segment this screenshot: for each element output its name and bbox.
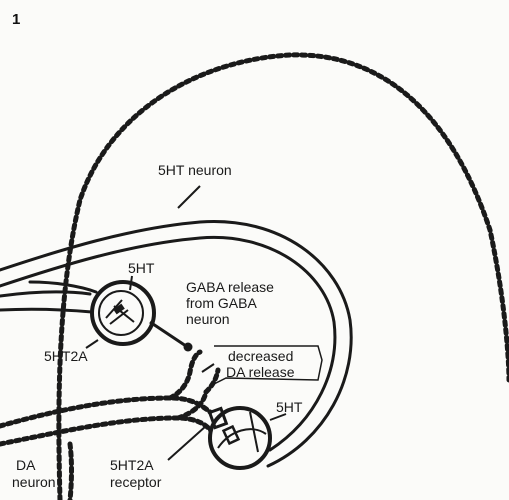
- receptor-bottom-leader: [168, 426, 206, 460]
- decreased-release-leader: [202, 364, 214, 372]
- da-neuron-outline: [59, 55, 509, 500]
- serotonin-neuron-axon: [0, 221, 351, 466]
- label-gaba-line2: from GABA: [186, 295, 257, 311]
- label-5ht2a-top: 5HT2A: [44, 348, 88, 364]
- label-da-line1: DA: [16, 457, 36, 473]
- label-5ht-bottom: 5HT: [276, 399, 303, 415]
- label-da-line2: neuron: [12, 474, 56, 490]
- receptor-top-leader: [86, 340, 98, 348]
- label-5ht-top: 5HT: [128, 260, 155, 276]
- gaba-arrow-head: [184, 343, 193, 352]
- figure-number: 1: [12, 11, 20, 28]
- label-receptor-bottom: receptor: [110, 474, 162, 490]
- label-gaba-line1: GABA release: [186, 279, 274, 295]
- label-gaba-line3: neuron: [186, 311, 230, 327]
- lower-synapse: [210, 408, 270, 468]
- upper-synapse: [92, 282, 154, 344]
- serotonin-neuron-leader: [178, 186, 200, 208]
- label-5ht2a-bottom: 5HT2A: [110, 457, 154, 473]
- label-decreased-line2: DA release: [226, 364, 295, 380]
- label-5ht-neuron: 5HT neuron: [158, 162, 232, 178]
- gaba-arrow: [150, 322, 186, 346]
- label-decreased-line1: decreased: [228, 348, 293, 364]
